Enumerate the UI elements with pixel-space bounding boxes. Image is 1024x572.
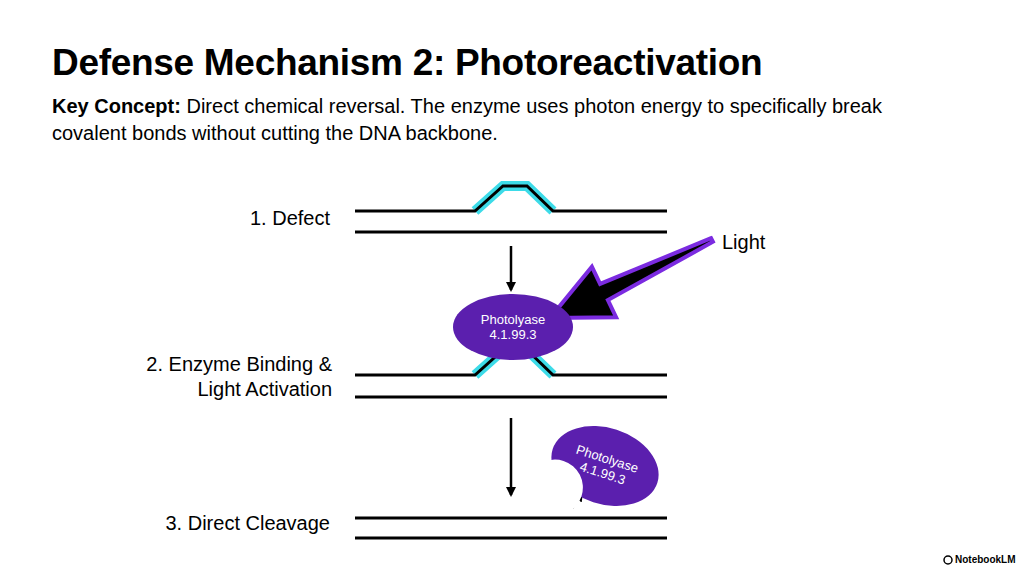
dna-strand [355,396,667,399]
dna-strand [355,537,667,540]
watermark-icon [944,556,952,564]
dna-strand [355,231,667,234]
key-concept-heading: Key Concept: [52,95,181,117]
step-label: 3. Direct Cleavage [90,511,330,535]
enzyme-body [453,294,573,360]
released-enzyme: Photolyase 4.1.99.3 [541,413,669,519]
light-arrow [550,238,713,318]
enzyme-ellipse: Photolyase 4.1.99.3 [453,294,573,360]
step-label: 2. Enzyme Binding & Light Activation [140,352,332,402]
dna-strand [355,517,667,520]
enzyme-name: Photolyase 4.1.99.3 [476,312,550,342]
step-arrow [510,246,513,290]
watermark: NotebookLM [955,554,1016,566]
dna-strand [355,186,667,211]
light-label: Light [722,230,765,254]
step-label: 1. Defect [130,206,330,230]
title: Defense Mechanism 2: Photoreactivation [52,42,762,84]
step-arrow [510,418,513,495]
key-concept: Key Concept: Direct chemical reversal. T… [52,93,882,147]
